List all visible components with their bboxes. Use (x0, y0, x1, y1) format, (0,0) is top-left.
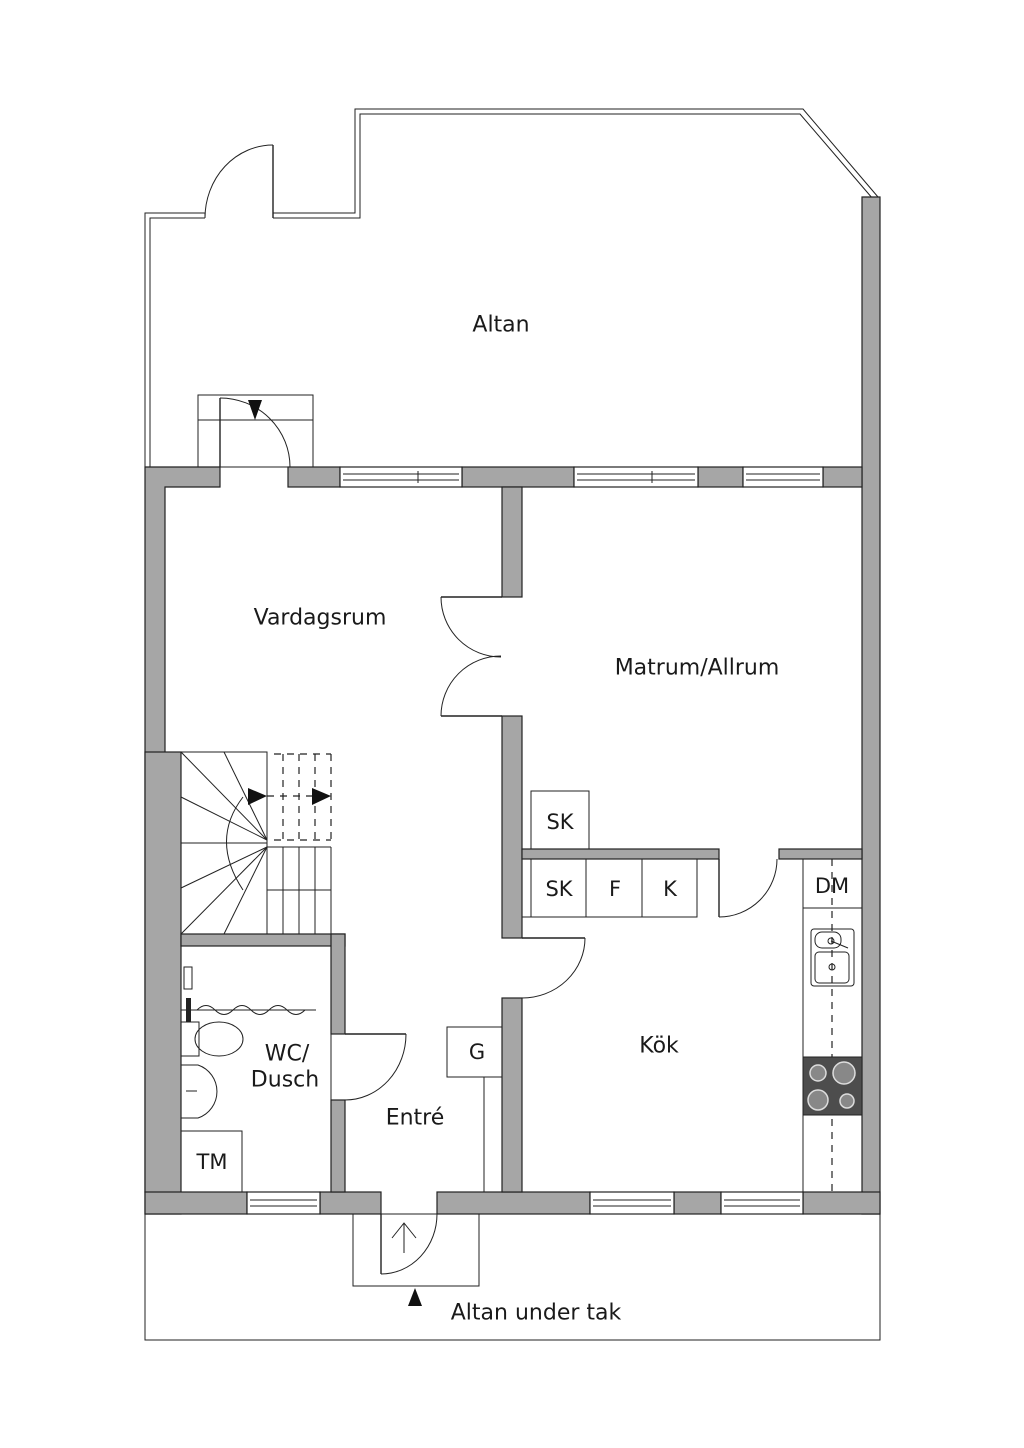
stair-arrow-icon (248, 788, 267, 805)
kitchen-fixtures (521, 790, 863, 1193)
entry-arrow-icon (248, 400, 262, 420)
fixture-label-sk-kok: SK (545, 876, 573, 901)
fixture-label-g: G (468, 1039, 486, 1064)
room-label-kok: Kök (639, 1033, 679, 1059)
fixture-label-dm: DM (814, 873, 850, 898)
stair-arrow-icon (312, 788, 331, 805)
fixture-label-f: F (608, 876, 622, 901)
staircase (180, 751, 332, 935)
double-door (440, 596, 502, 717)
entre-fixtures (380, 1026, 503, 1214)
room-label-altan: Altan (472, 312, 530, 338)
room-outlines (164, 487, 181, 753)
windows (246, 466, 824, 1215)
fixture-label-k: K (663, 876, 677, 901)
room-label-wc-line2: Dusch (250, 1067, 320, 1093)
fixture-label-tm: TM (196, 1149, 228, 1174)
room-label-wc-line1: WC/ (264, 1041, 310, 1067)
room-label-entre: Entré (385, 1105, 445, 1131)
room-label-altan-under-tak: Altan under tak (450, 1300, 622, 1326)
back-door (197, 394, 314, 487)
front-porch (144, 1213, 881, 1341)
wc-fixtures (180, 945, 407, 1193)
room-label-matrum: Matrum/Allrum (614, 655, 780, 681)
entrance-arrow-icon (408, 1288, 422, 1306)
walls (144, 196, 881, 1215)
room-label-vardagsrum: Vardagsrum (253, 605, 387, 631)
fixture-label-sk-matrum: SK (546, 809, 574, 834)
altan-outline (144, 108, 879, 467)
